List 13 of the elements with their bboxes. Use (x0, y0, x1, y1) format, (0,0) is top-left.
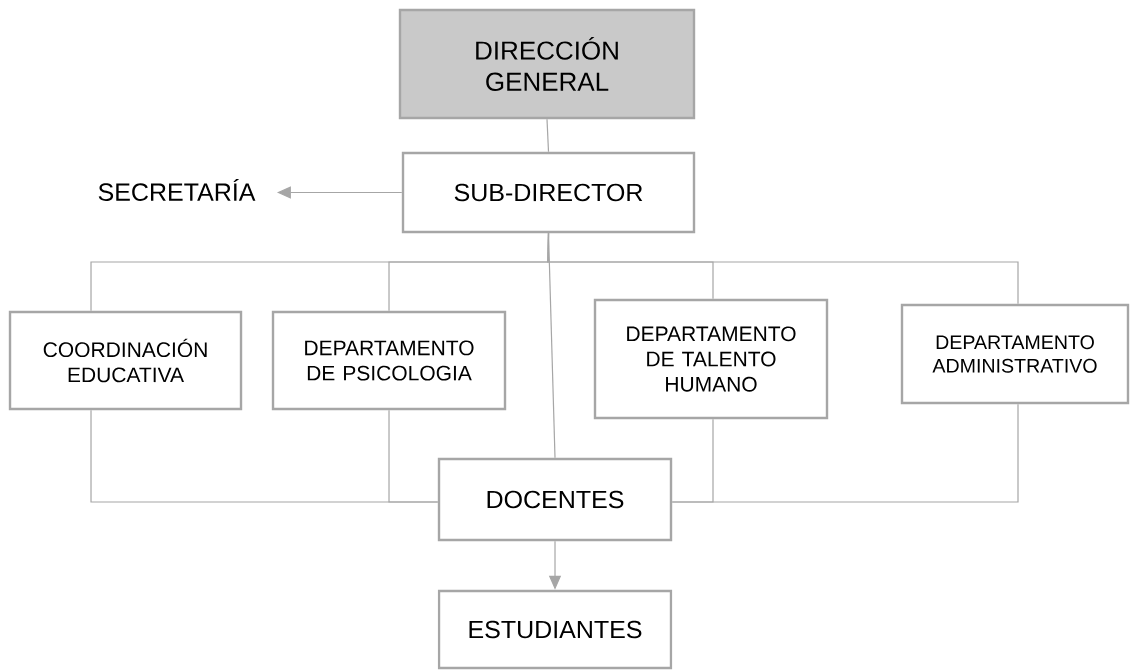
org-chart-box: DEPARTAMENTO DE TALENTO HUMANO (593, 298, 829, 420)
connector-line (671, 403, 1019, 503)
connector-line (546, 118, 550, 153)
connector-line (388, 409, 439, 503)
org-chart-box: DIRECCIÓN GENERAL (398, 8, 696, 120)
org-chart-box: ESTUDIANTES (437, 589, 673, 670)
role-label: SECRETARÍA (98, 179, 256, 201)
org-chart-box: DEPARTAMENTO ADMINISTRATIVO (900, 303, 1130, 405)
org-chart-box: DOCENTES (437, 457, 673, 542)
org-chart-box: DEPARTAMENTO DE PSICOLOGIA (271, 310, 507, 411)
org-chart-box: COORDINACIÓN EDUCATIVA (8, 310, 243, 411)
connector-line (547, 232, 556, 459)
org-chart-box: SUB-DIRECTOR (401, 151, 696, 234)
